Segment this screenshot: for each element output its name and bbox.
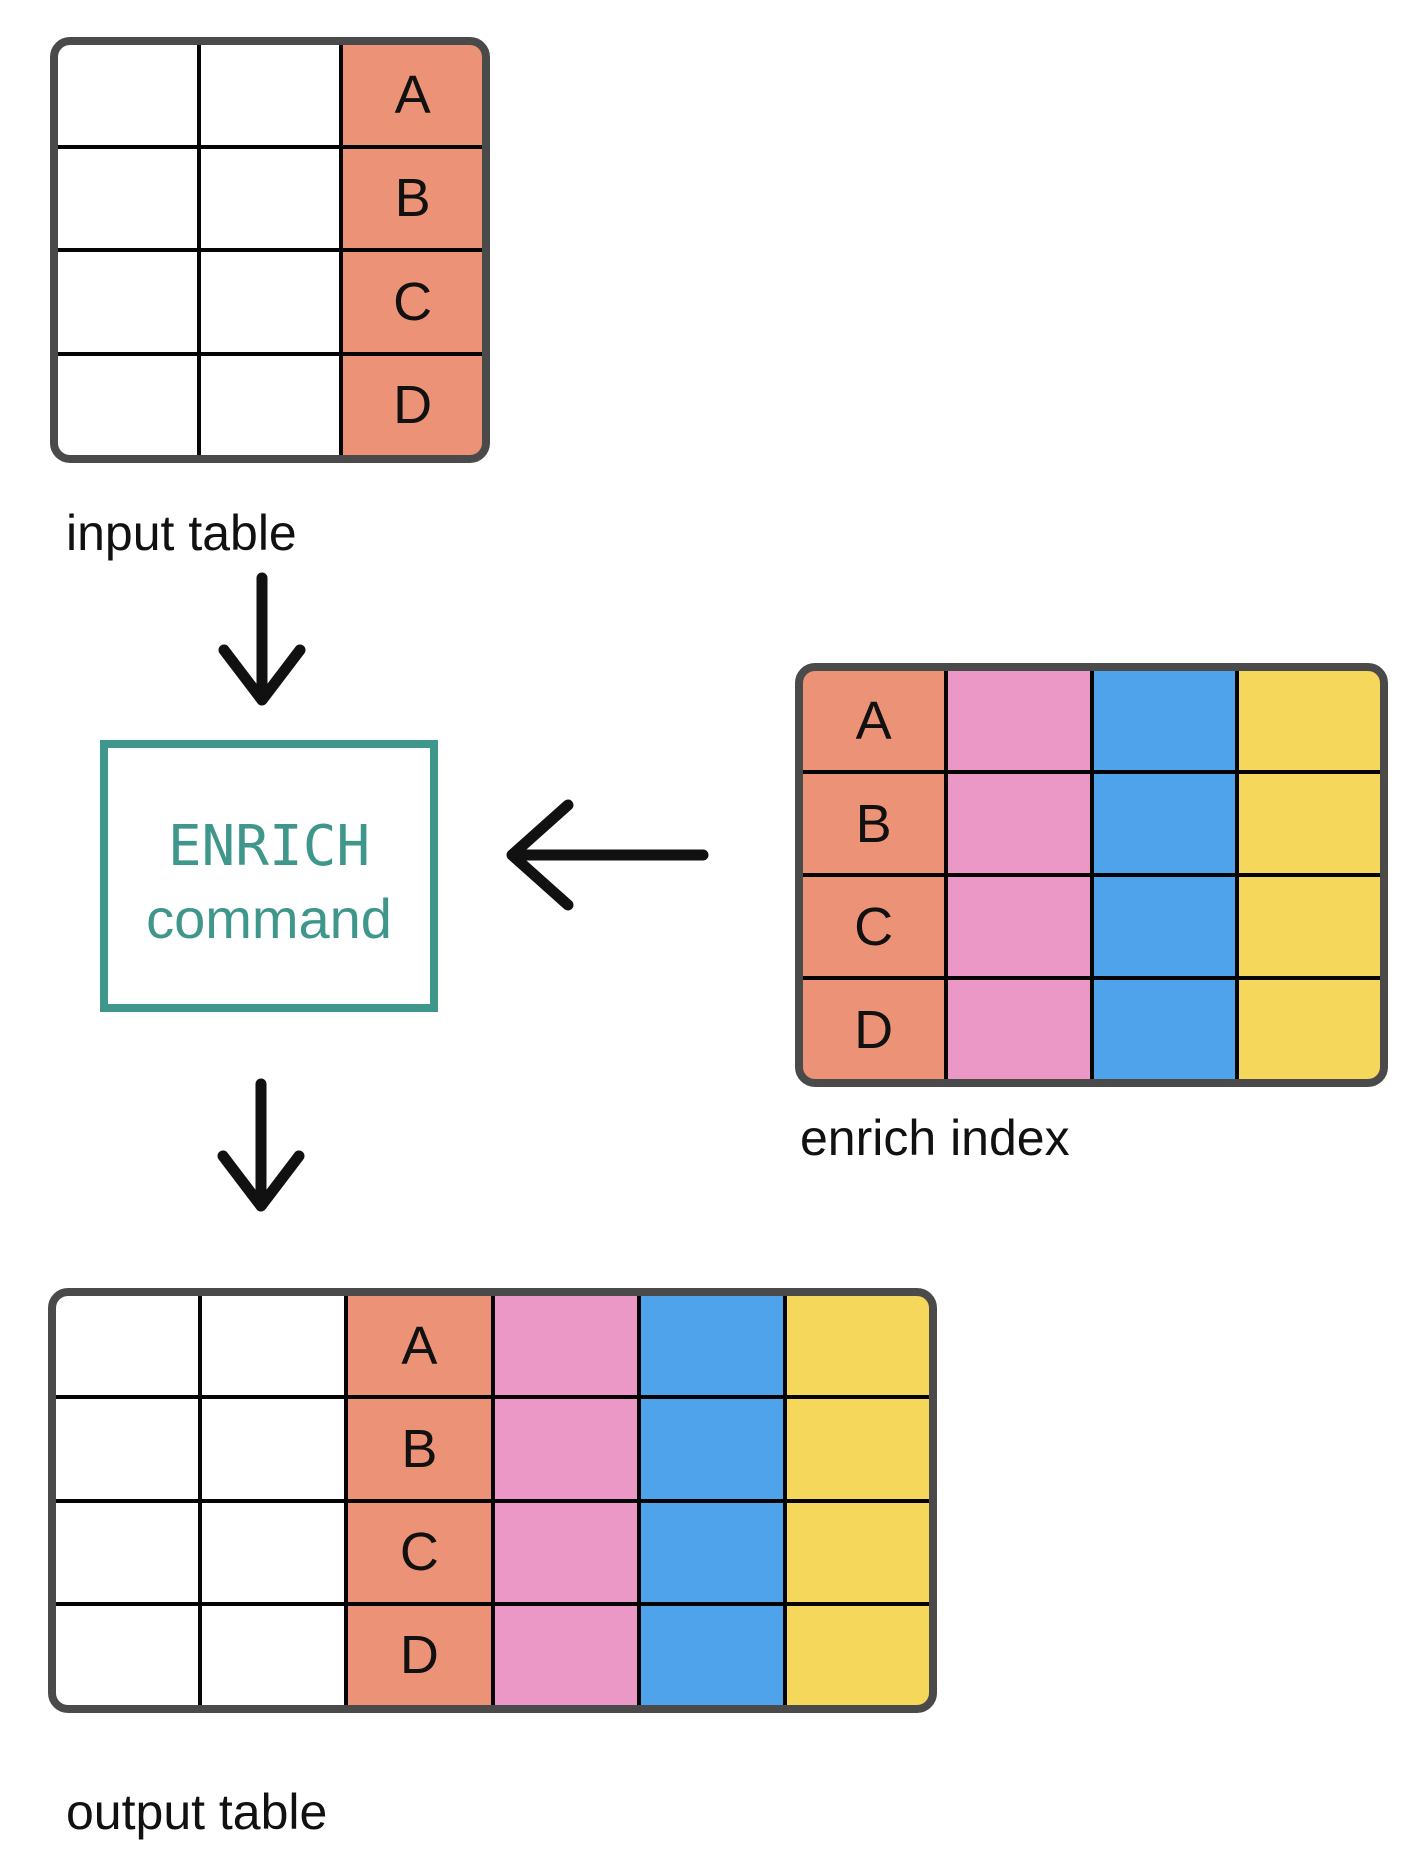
table-cell [494,1502,637,1602]
table-cell [202,1399,345,1499]
table-cell [948,671,1090,770]
table-key-cell: B [803,774,945,873]
table-cell [58,148,197,248]
table-cell [1093,671,1235,770]
table-key-cell: C [343,252,482,352]
table-cell [202,1296,345,1396]
table-cell [640,1605,783,1705]
table-cell [948,877,1090,976]
table-cell [948,774,1090,873]
table-cell [494,1605,637,1705]
table-cell [200,252,340,352]
left-arrow-icon [496,795,711,915]
table-cell [1238,877,1380,976]
table-key-cell: B [343,148,482,248]
table-key-cell: D [348,1605,491,1705]
table-cell [1093,877,1235,976]
table-cell [494,1296,637,1396]
table-key-cell: D [803,980,945,1079]
table-key-cell: A [343,45,482,145]
output-table-label: output table [66,1784,328,1840]
table-cell [56,1296,199,1396]
table-cell [1093,774,1235,873]
table-cell [58,355,197,455]
input-table-label: input table [66,505,297,561]
table-cell [56,1605,199,1705]
down-arrow-icon [211,1078,311,1218]
table-cell [200,355,340,455]
table-cell [202,1502,345,1602]
table-cell [56,1399,199,1499]
enrich-command-word: command [146,887,392,950]
table-cell [58,252,197,352]
table-cell [1238,774,1380,873]
table-cell [640,1399,783,1499]
enrich-command-name: ENRICH [167,814,371,879]
table-cell [200,148,340,248]
table-cell [640,1502,783,1602]
table-key-cell: D [343,355,482,455]
table-cell [948,980,1090,1079]
table-cell [56,1502,199,1602]
table-cell [786,1296,929,1396]
table-cell [202,1605,345,1705]
table-cell [1238,671,1380,770]
table-cell [786,1605,929,1705]
table-cell [1093,980,1235,1079]
table-cell [1238,980,1380,1079]
enrich-command-box: ENRICH command [100,740,438,1012]
enrich-index-label: enrich index [800,1110,1070,1166]
table-key-cell: B [348,1399,491,1499]
table-cell [640,1296,783,1396]
table-cell [786,1399,929,1499]
table-key-cell: A [348,1296,491,1396]
down-arrow-icon [212,572,312,712]
table-cell [200,45,340,145]
table-cell [494,1399,637,1499]
table-key-cell: A [803,671,945,770]
table-cell [58,45,197,145]
table-key-cell: C [348,1502,491,1602]
table-cell [786,1502,929,1602]
table-key-cell: C [803,877,945,976]
